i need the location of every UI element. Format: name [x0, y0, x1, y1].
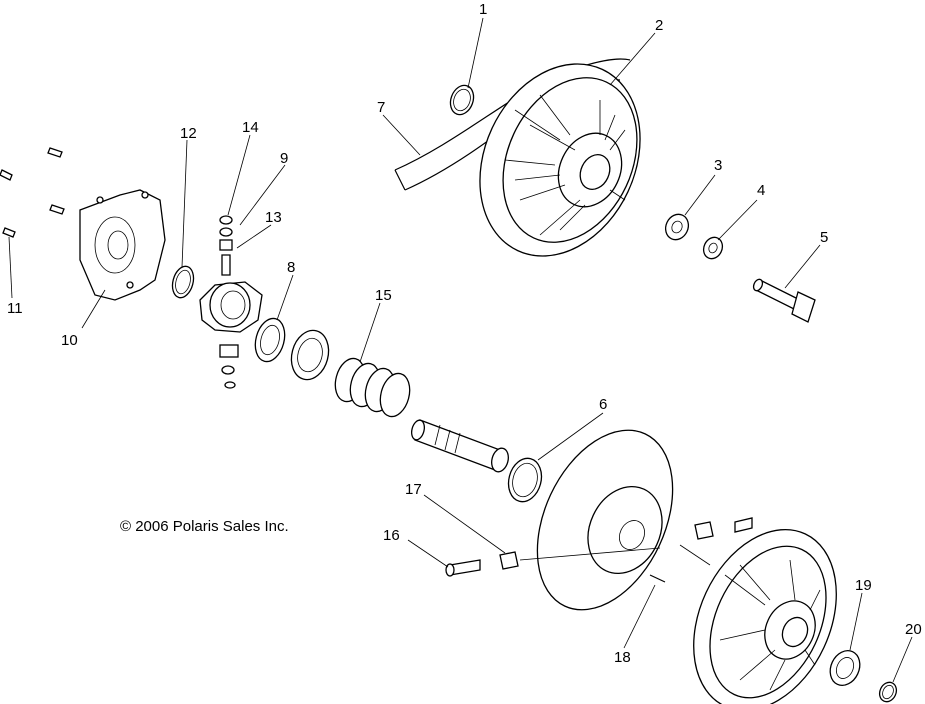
- callout-2: 2: [655, 17, 663, 34]
- callout-13: 13: [265, 209, 282, 226]
- callout-15: 15: [375, 287, 392, 304]
- spider-assembly: [199, 281, 263, 333]
- washer-3: [664, 213, 690, 241]
- callout-18: 18: [614, 649, 631, 666]
- lower-sheave: [693, 528, 837, 704]
- spring-15: [334, 357, 411, 418]
- lower-sheave-disc: [536, 429, 674, 611]
- callout-labels: 1 2 3 4 5 6 7 8 9 10 11 12 13 14 15 16 1…: [7, 1, 922, 666]
- snap-ring-12: [171, 265, 195, 299]
- callout-20: 20: [905, 621, 922, 638]
- washer-4: [702, 236, 724, 260]
- small-parts-upper: [219, 215, 233, 276]
- callout-8: 8: [287, 259, 295, 276]
- callout-4: 4: [757, 182, 765, 199]
- pin-18: [649, 574, 666, 583]
- callout-7: 7: [377, 99, 385, 116]
- leader-lines: [8, 17, 913, 683]
- ring-8: [254, 317, 286, 363]
- callout-5: 5: [820, 229, 828, 246]
- callout-14: 14: [242, 119, 259, 136]
- callout-12: 12: [180, 125, 197, 142]
- ring-20: [878, 681, 898, 703]
- bolts-11: [0, 147, 65, 238]
- callout-19: 19: [855, 577, 872, 594]
- bearing-19: [829, 649, 861, 687]
- small-parts-lower: [219, 344, 239, 389]
- ring-6: [507, 457, 543, 503]
- small-nut-right: [694, 517, 753, 540]
- callout-3: 3: [714, 157, 722, 174]
- shaft: [411, 419, 509, 473]
- ring-1: [449, 84, 475, 116]
- callout-16: 16: [383, 527, 400, 544]
- upper-sheave: [479, 63, 641, 257]
- cover-10: [79, 189, 166, 301]
- bearing-washer: [290, 329, 330, 381]
- nut-17: [499, 551, 519, 570]
- callout-1: 1: [479, 1, 487, 18]
- bolt-5: [752, 278, 816, 323]
- callout-6: 6: [599, 396, 607, 413]
- callout-10: 10: [61, 332, 78, 349]
- pin-16: [445, 559, 481, 577]
- copyright-notice: © 2006 Polaris Sales Inc.: [120, 518, 289, 535]
- callout-17: 17: [405, 481, 422, 498]
- callout-9: 9: [280, 150, 288, 167]
- callout-11: 11: [7, 300, 23, 317]
